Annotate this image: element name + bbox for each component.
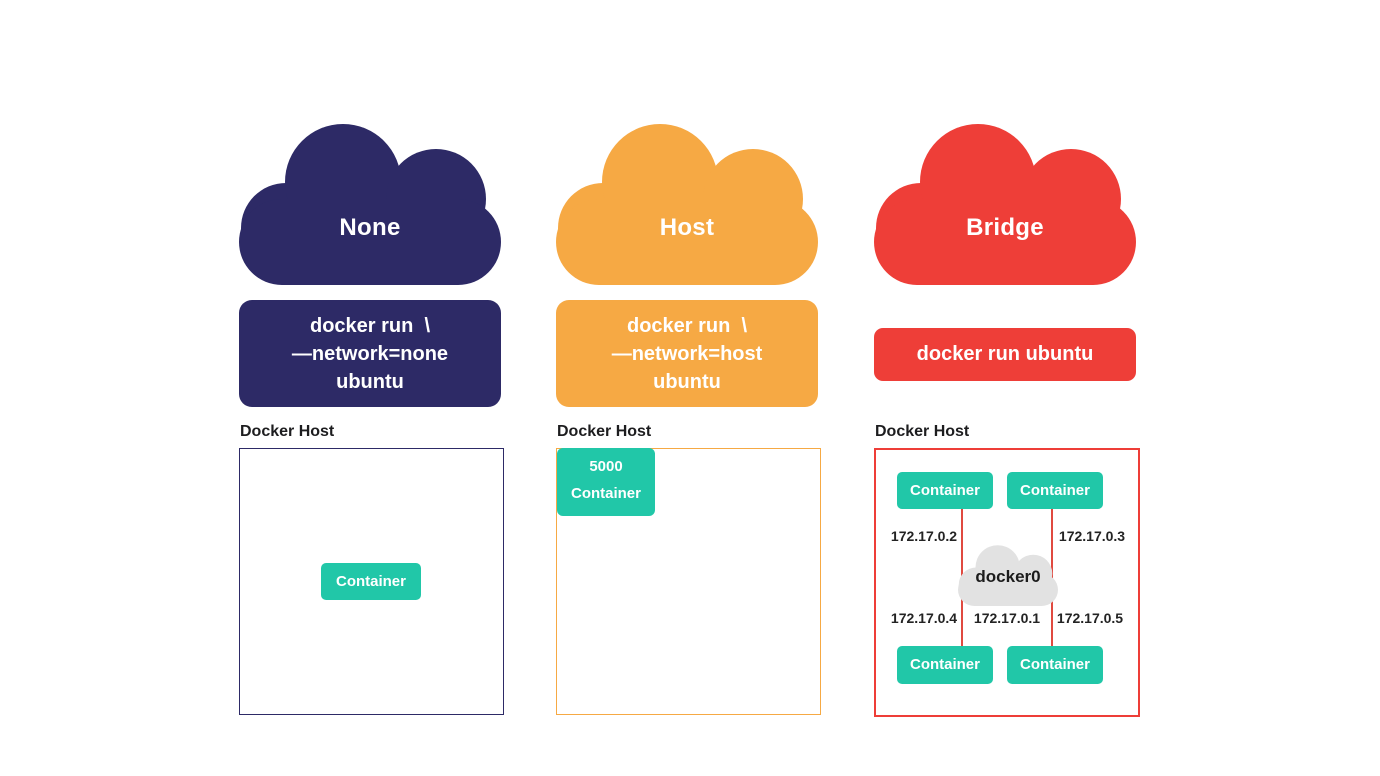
docker-host-box-none: Container xyxy=(239,448,504,715)
ip-address-label: 172.17.0.3 xyxy=(1058,528,1126,544)
command-line: —network=host xyxy=(611,342,763,365)
container-chip: Container xyxy=(1007,646,1103,684)
command-line: —network=none xyxy=(291,342,449,365)
ip-address-label: 172.17.0.1 xyxy=(973,610,1041,626)
command-line: docker run ubuntu xyxy=(916,343,1094,365)
container-chip: Container xyxy=(321,563,421,600)
docker-host-box-bridge: Container Container Container Container … xyxy=(874,448,1140,717)
ip-address-label: 172.17.0.4 xyxy=(890,610,958,626)
none-cloud-icon: None xyxy=(239,118,501,285)
docker-host-label: Docker Host xyxy=(240,423,335,440)
docker-host-label: Docker Host xyxy=(557,423,652,440)
command-line: docker run \ xyxy=(309,314,431,337)
command-line: docker run \ xyxy=(626,314,748,337)
none-command-box: docker run \ —network=none ubuntu xyxy=(239,300,501,407)
docker0-bridge-cloud-icon: docker0 xyxy=(958,543,1058,606)
ip-address-label: 172.17.0.5 xyxy=(1056,610,1124,626)
container-chip: Container xyxy=(1007,472,1103,509)
command-line: ubuntu xyxy=(653,370,721,393)
host-cloud-icon: Host xyxy=(556,118,818,285)
bridge-cloud-icon: Bridge xyxy=(874,118,1136,285)
docker-host-label: Docker Host xyxy=(875,423,970,440)
none-cloud-label: None xyxy=(339,214,401,241)
container-chip: Container xyxy=(897,472,993,509)
host-cloud-label: Host xyxy=(659,214,715,241)
container-port: 5000 xyxy=(589,458,623,475)
docker0-label: docker0 xyxy=(975,567,1041,586)
ip-address-label: 172.17.0.2 xyxy=(890,528,958,544)
host-network-column: Host docker run \ —network=host ubuntu D… xyxy=(556,0,821,776)
container-chip: Container xyxy=(897,646,993,684)
command-line: ubuntu xyxy=(336,370,404,393)
bridge-command-box: docker run ubuntu xyxy=(874,328,1136,381)
container-chip-label: Container xyxy=(570,485,641,502)
bridge-network-column: Bridge docker run ubuntu Docker Host Con… xyxy=(874,0,1140,776)
container-chip-with-port: 5000 Container xyxy=(557,448,655,516)
none-network-column: None docker run \ —network=none ubuntu D… xyxy=(239,0,504,776)
bridge-cloud-label: Bridge xyxy=(966,214,1044,241)
host-command-box: docker run \ —network=host ubuntu xyxy=(556,300,818,407)
